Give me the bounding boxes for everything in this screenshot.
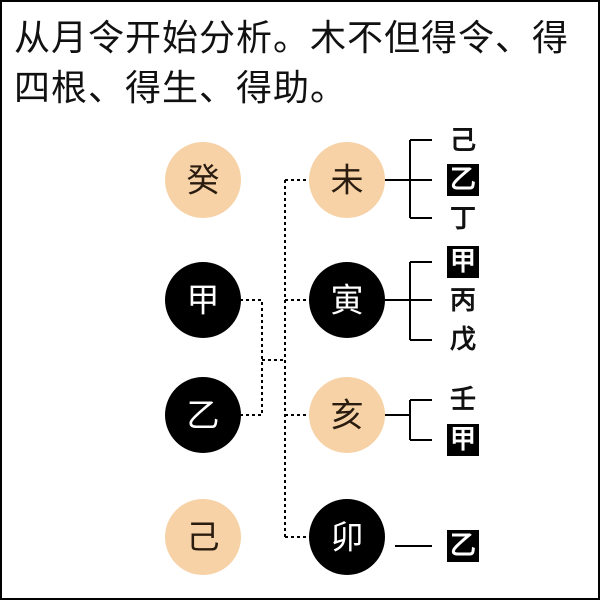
hidden-stem-2-1-box [447,424,479,456]
hidden-stem-1-2: 戊 [450,325,476,355]
stem-3-label: 己 [187,518,220,557]
stem-1: 甲 [165,262,241,338]
branch-0-label: 未 [331,161,364,200]
branch-2-label: 亥 [331,396,364,435]
connector-jia [240,299,263,360]
hidden-stem-3-0: 乙 [450,531,476,561]
branch-3-circle [309,499,385,575]
hidden-stem-0-0: 己 [450,126,476,156]
stem-2-label: 乙 [187,396,220,435]
branch-1-label: 寅 [331,281,364,320]
branch-2: 亥 [309,377,385,453]
stem-2-circle [165,377,241,453]
caption: 从月令开始分析。木不但得令、得 四根、得生、得助。 [14,14,586,114]
stem-0: 癸 [165,142,241,218]
caption-line-2: 四根、得生、得助。 [14,68,348,109]
bracket-hai [385,399,432,441]
hidden-stem-2-0: 壬 [450,385,476,415]
branch-1: 寅 [309,262,385,338]
hidden-stems-yin: 甲 丙 戊 [447,246,479,355]
branch-1-circle [309,262,385,338]
hidden-stem-3-0-box [447,530,479,562]
branch-0: 未 [309,142,385,218]
hidden-stem-brackets [385,139,432,547]
bracket-wei [385,139,432,219]
hidden-stem-0-2: 丁 [450,204,476,234]
hidden-stem-0-1-box [447,164,479,196]
branch-2-circle [309,377,385,453]
stem-3: 己 [165,499,241,575]
hidden-stems-mao: 乙 [447,530,479,562]
connector-yi [240,360,263,416]
stem-0-circle [165,142,241,218]
branch-0-circle [309,142,385,218]
stem-0-label: 癸 [187,161,220,200]
bracket-yin [385,261,432,341]
stem-1-circle [165,262,241,338]
connector-lines [240,179,310,538]
stem-1-label: 甲 [187,281,220,320]
hidden-stem-2-1: 甲 [450,425,476,455]
hidden-stem-1-0: 甲 [450,247,476,277]
hidden-stem-1-0-box [447,246,479,278]
caption-line-1: 从月令开始分析。木不但得令、得 [14,18,570,59]
branch-3-label: 卯 [331,518,364,557]
hidden-stems-wei: 己 乙 丁 [447,126,479,234]
hidden-stem-0-1: 乙 [450,165,476,195]
stem-2: 乙 [165,377,241,453]
branch-3: 卯 [309,499,385,575]
hidden-stems-hai: 壬 甲 [447,385,479,456]
hidden-stem-1-1: 丙 [450,286,476,316]
stem-3-circle [165,499,241,575]
